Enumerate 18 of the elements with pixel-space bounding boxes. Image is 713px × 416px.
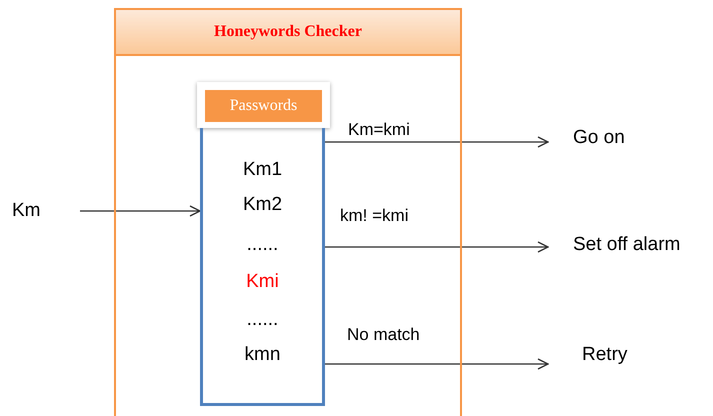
outcome-label: Set off alarm (548, 232, 713, 258)
arrow (325, 241, 549, 253)
password-entry: ...... (246, 233, 280, 257)
password-entry: Km1 (242, 158, 284, 182)
password-entry: Km2 (242, 193, 284, 217)
panel-title: Honeywords Checker (214, 23, 362, 41)
password-list-box (200, 128, 325, 406)
outcome-label: Go on (548, 125, 648, 151)
passwords-card (197, 82, 330, 128)
outcome-label: Retry (548, 342, 628, 368)
passwords-header: Passwords (205, 90, 322, 122)
input-label: Km (12, 198, 48, 224)
password-entry: kmn (244, 343, 282, 367)
arrow (80, 205, 201, 217)
arrow (325, 358, 549, 370)
arrow (325, 136, 549, 148)
password-entry: Kmi (245, 270, 280, 294)
password-entry: ...... (246, 308, 280, 332)
